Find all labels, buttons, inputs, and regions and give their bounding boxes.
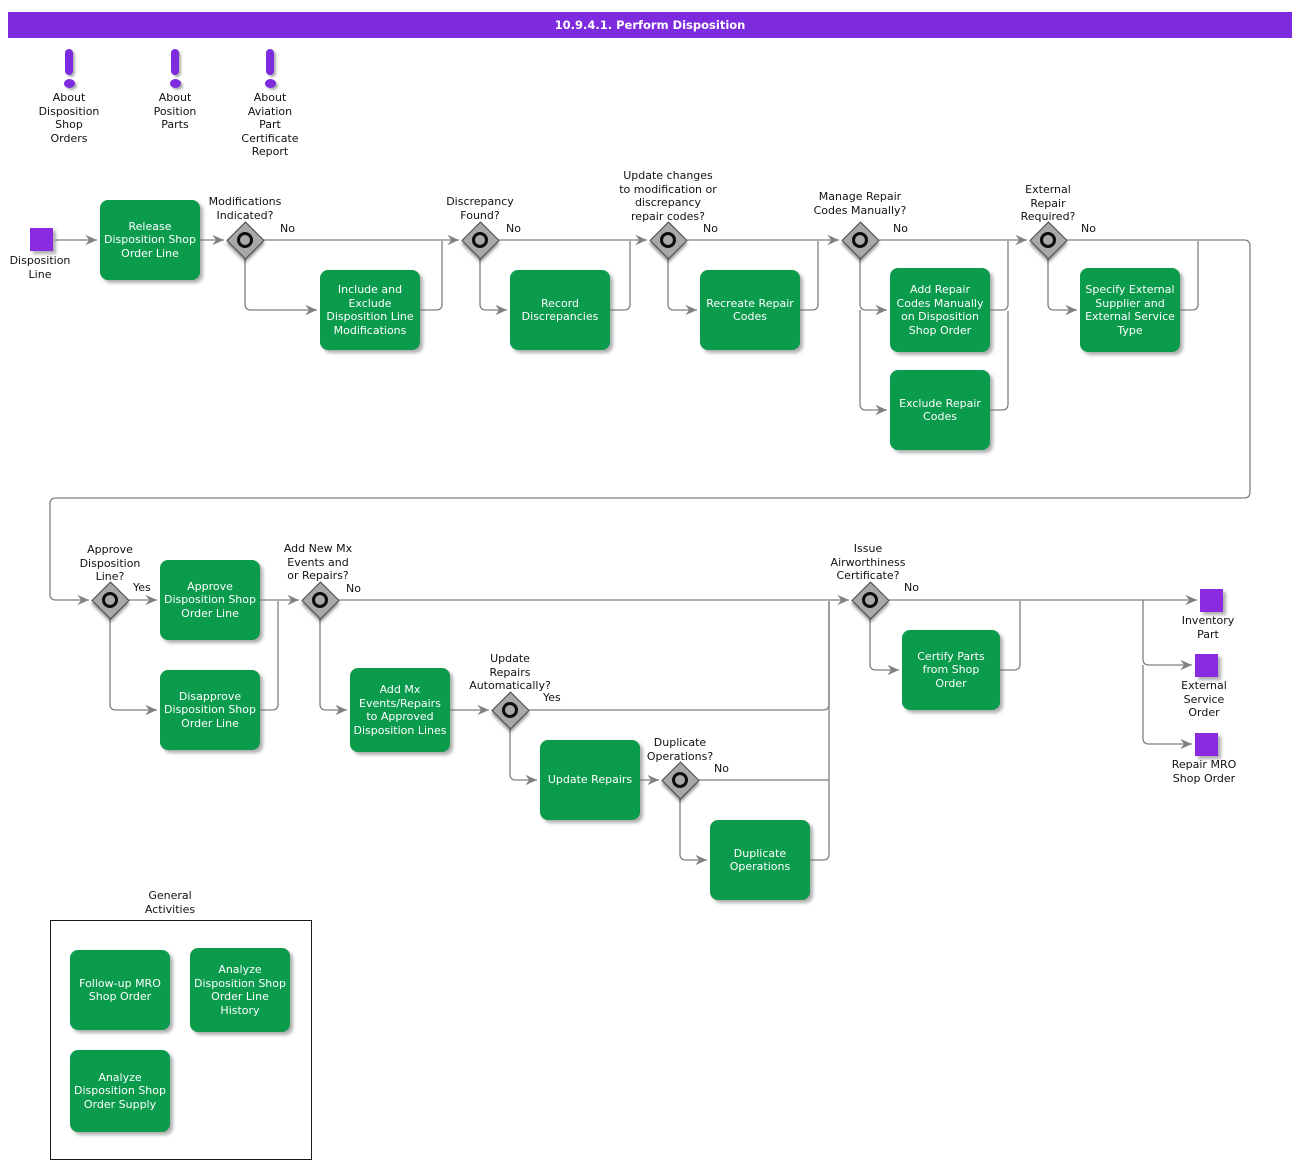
end-node-label: Repair MRO Shop Order bbox=[1171, 758, 1237, 785]
end-node-label: External Service Order bbox=[1181, 679, 1227, 719]
circle-icon bbox=[237, 232, 253, 248]
circle-icon bbox=[502, 702, 518, 718]
decision-question: Update changes to modification or discre… bbox=[619, 169, 717, 223]
task-approve-disposition-shop-order-line[interactable]: Approve Disposition Shop Order Line bbox=[160, 560, 260, 640]
task-add-mx-events-repairs-to-approved-disposition-lines[interactable]: Add Mx Events/Repairs to Approved Dispos… bbox=[350, 668, 450, 752]
task-disapprove-disposition-shop-order-line[interactable]: Disapprove Disposition Shop Order Line bbox=[160, 670, 260, 750]
branch-label-no: No bbox=[280, 222, 295, 235]
circle-icon bbox=[660, 232, 676, 248]
decision-update-changes-repair-codes bbox=[649, 221, 688, 260]
decision-question: Duplicate Operations? bbox=[646, 736, 714, 763]
task-analyze-disposition-shop-order-line-history[interactable]: Analyze Disposition Shop Order Line Hist… bbox=[190, 948, 290, 1032]
end-node-repair-mro-shop-order[interactable] bbox=[1195, 733, 1218, 756]
note-about-disposition-shop-orders[interactable]: About Disposition Shop Orders bbox=[24, 49, 114, 145]
branch-label-no: No bbox=[893, 222, 908, 235]
branch-label-no: No bbox=[703, 222, 718, 235]
decision-question: Modifications Indicated? bbox=[208, 195, 282, 222]
branch-label-no: No bbox=[506, 222, 521, 235]
task-duplicate-operations[interactable]: Duplicate Operations bbox=[710, 820, 810, 900]
branch-label-yes: Yes bbox=[543, 691, 561, 704]
decision-issue-airworthiness-certificate bbox=[851, 581, 890, 620]
decision-question: Issue Airworthiness Certificate? bbox=[830, 542, 906, 582]
exclamation-icon bbox=[171, 49, 179, 75]
task-follow-up-mro-shop-order[interactable]: Follow-up MRO Shop Order bbox=[70, 950, 170, 1030]
decision-discrepancy-found bbox=[461, 221, 500, 260]
branch-label-no: No bbox=[1081, 222, 1096, 235]
task-analyze-disposition-shop-order-supply[interactable]: Analyze Disposition Shop Order Supply bbox=[70, 1050, 170, 1132]
task-update-repairs[interactable]: Update Repairs bbox=[540, 740, 640, 820]
circle-icon bbox=[312, 592, 328, 608]
branch-label-no: No bbox=[714, 762, 729, 775]
decision-manage-repair-codes-manually bbox=[841, 221, 880, 260]
exclamation-dot-icon bbox=[63, 79, 75, 88]
circle-icon bbox=[852, 232, 868, 248]
end-node-external-service-order[interactable] bbox=[1195, 654, 1218, 677]
branch-label-no: No bbox=[346, 582, 361, 595]
task-certify-parts-from-shop-order[interactable]: Certify Parts from Shop Order bbox=[902, 630, 1000, 710]
exclamation-icon bbox=[65, 49, 73, 75]
exclamation-dot-icon bbox=[264, 79, 276, 88]
task-specify-external-supplier-and-external-service-type[interactable]: Specify External Supplier and External S… bbox=[1080, 268, 1180, 352]
decision-question: Add New Mx Events and or Repairs? bbox=[283, 542, 353, 582]
decision-approve-disposition-line bbox=[91, 581, 130, 620]
exclamation-dot-icon bbox=[169, 79, 181, 88]
decision-question: Update Repairs Automatically? bbox=[469, 652, 551, 692]
start-node-disposition-line[interactable] bbox=[30, 228, 53, 251]
decision-question: Approve Disposition Line? bbox=[79, 543, 141, 583]
branch-label-yes: Yes bbox=[133, 581, 151, 594]
circle-icon bbox=[862, 592, 878, 608]
decision-external-repair-required bbox=[1029, 221, 1068, 260]
decision-modifications-indicated bbox=[226, 221, 265, 260]
task-release-disposition-shop-order-line[interactable]: Release Disposition Shop Order Line bbox=[100, 200, 200, 280]
decision-question: Manage Repair Codes Manually? bbox=[813, 190, 907, 217]
end-node-inventory-part[interactable] bbox=[1200, 589, 1223, 612]
decision-duplicate-operations bbox=[661, 761, 700, 800]
note-about-aviation-part-certificate-report[interactable]: About Aviation Part Certificate Report bbox=[225, 49, 315, 159]
circle-icon bbox=[472, 232, 488, 248]
note-label: About Position Parts bbox=[153, 91, 197, 131]
start-node-label: Disposition Line bbox=[9, 254, 71, 281]
decision-add-new-mx-events-or-repairs bbox=[301, 581, 340, 620]
circle-icon bbox=[672, 772, 688, 788]
note-label: About Aviation Part Certificate Report bbox=[241, 91, 299, 158]
note-about-position-parts[interactable]: About Position Parts bbox=[130, 49, 220, 132]
task-add-repair-codes-manually-on-disposition-shop-order[interactable]: Add Repair Codes Manually on Disposition… bbox=[890, 268, 990, 352]
decision-question: External Repair Required? bbox=[1020, 183, 1076, 223]
task-include-and-exclude-disposition-line-modifications[interactable]: Include and Exclude Disposition Line Mod… bbox=[320, 270, 420, 350]
end-node-label: Inventory Part bbox=[1181, 614, 1235, 641]
circle-icon bbox=[102, 592, 118, 608]
page-title: 10.9.4.1. Perform Disposition bbox=[8, 12, 1292, 38]
general-activities-title: General Activities bbox=[144, 889, 196, 916]
decision-update-repairs-automatically bbox=[491, 691, 530, 730]
note-label: About Disposition Shop Orders bbox=[38, 91, 100, 145]
exclamation-icon bbox=[266, 49, 274, 75]
circle-icon bbox=[1040, 232, 1056, 248]
task-recreate-repair-codes[interactable]: Recreate Repair Codes bbox=[700, 270, 800, 350]
branch-label-no: No bbox=[904, 581, 919, 594]
task-record-discrepancies[interactable]: Record Discrepancies bbox=[510, 270, 610, 350]
task-exclude-repair-codes[interactable]: Exclude Repair Codes bbox=[890, 370, 990, 450]
decision-question: Discrepancy Found? bbox=[446, 195, 514, 222]
